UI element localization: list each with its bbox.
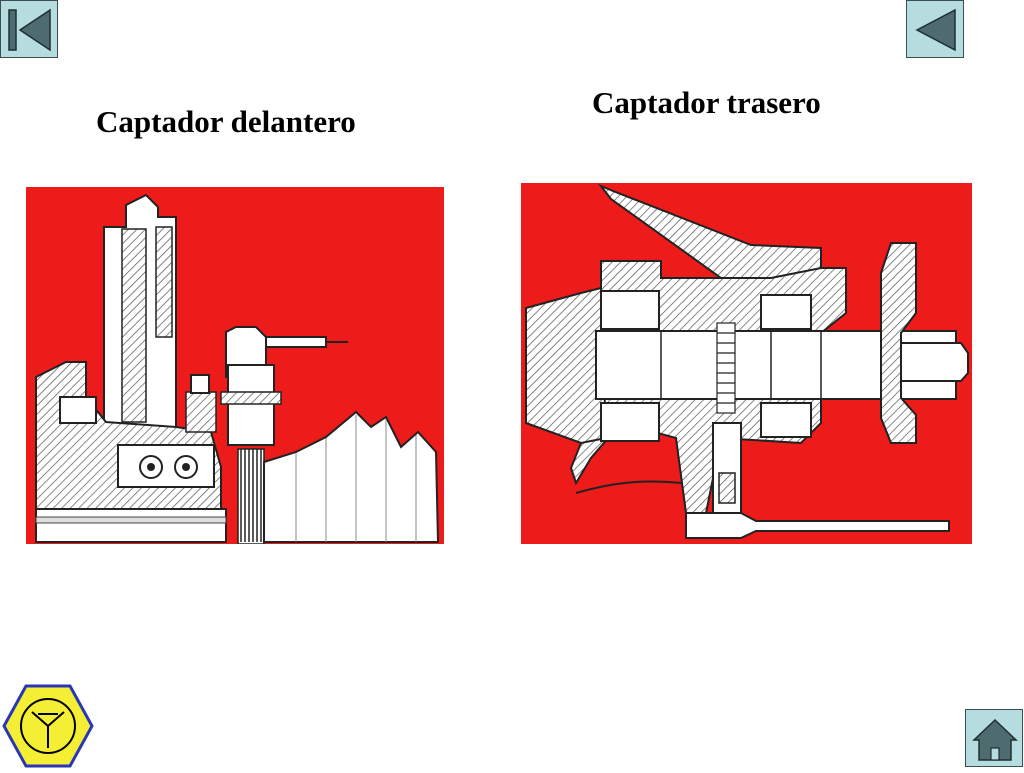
front-sensor-illustration bbox=[26, 187, 444, 544]
first-slide-icon bbox=[8, 8, 51, 52]
front-sensor-caption: Captador delantero bbox=[96, 104, 356, 139]
transistor-logo-icon bbox=[2, 684, 94, 768]
home-button[interactable] bbox=[965, 709, 1023, 767]
rear-sensor-caption: Captador trasero bbox=[592, 85, 821, 120]
previous-slide-icon bbox=[915, 8, 956, 52]
first-slide-button[interactable] bbox=[0, 0, 58, 58]
previous-slide-button[interactable] bbox=[906, 0, 964, 58]
transistor-logo-badge[interactable] bbox=[2, 684, 94, 768]
home-icon bbox=[972, 718, 1018, 761]
rear-sensor-illustration bbox=[521, 183, 972, 544]
